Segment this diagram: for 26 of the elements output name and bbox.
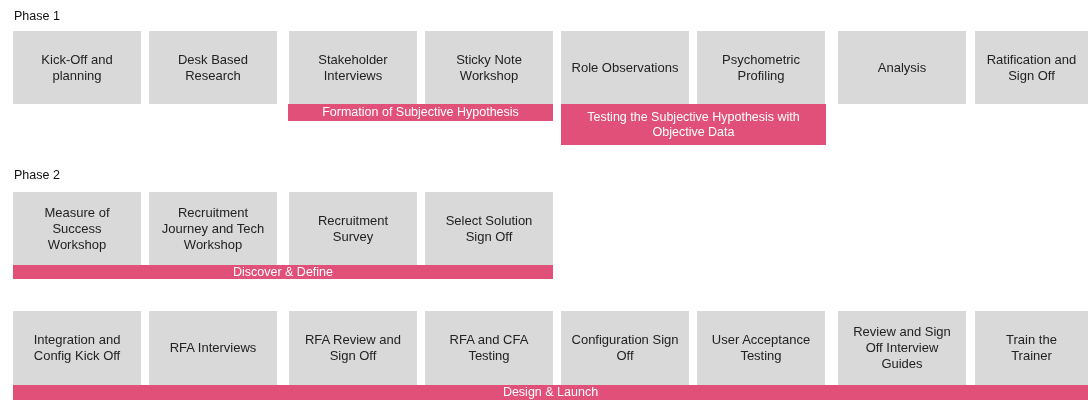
activity-box: User Acceptance Testing [697, 311, 825, 385]
activity-box: Review and Sign Off Interview Guides [838, 311, 966, 385]
activity-box: Select Solution Sign Off [425, 192, 553, 265]
phase-band: Discover & Define [13, 265, 553, 279]
activity-box: Stakeholder Interviews [289, 31, 417, 104]
activity-box: RFA Interviews [149, 311, 277, 385]
activity-box: Configuration Sign Off [561, 311, 689, 385]
activity-box: Recruitment Journey and Tech Workshop [149, 192, 277, 265]
activity-box: Recruitment Survey [289, 192, 417, 265]
phase-band: Testing the Subjective Hypothesis with Objective Data [561, 104, 826, 145]
activity-box: Integration and Config Kick Off [13, 311, 141, 385]
activity-box: Role Observations [561, 31, 689, 104]
phase-band: Formation of Subjective Hypothesis [288, 104, 553, 121]
activity-box: Train the Trainer [975, 311, 1088, 385]
phase-heading: Phase 2 [14, 168, 60, 182]
activity-box: RFA Review and Sign Off [289, 311, 417, 385]
activity-box: Sticky Note Workshop [425, 31, 553, 104]
activity-box: Psychometric Profiling [697, 31, 825, 104]
activity-box: Measure of Success Workshop [13, 192, 141, 265]
activity-box: Ratification and Sign Off [975, 31, 1088, 104]
phase-band: Design & Launch [13, 385, 1088, 400]
activity-box: Desk Based Research [149, 31, 277, 104]
activity-box: Analysis [838, 31, 966, 104]
phase-heading: Phase 1 [14, 9, 60, 23]
activity-box: Kick-Off and planning [13, 31, 141, 104]
activity-box: RFA and CFA Testing [425, 311, 553, 385]
